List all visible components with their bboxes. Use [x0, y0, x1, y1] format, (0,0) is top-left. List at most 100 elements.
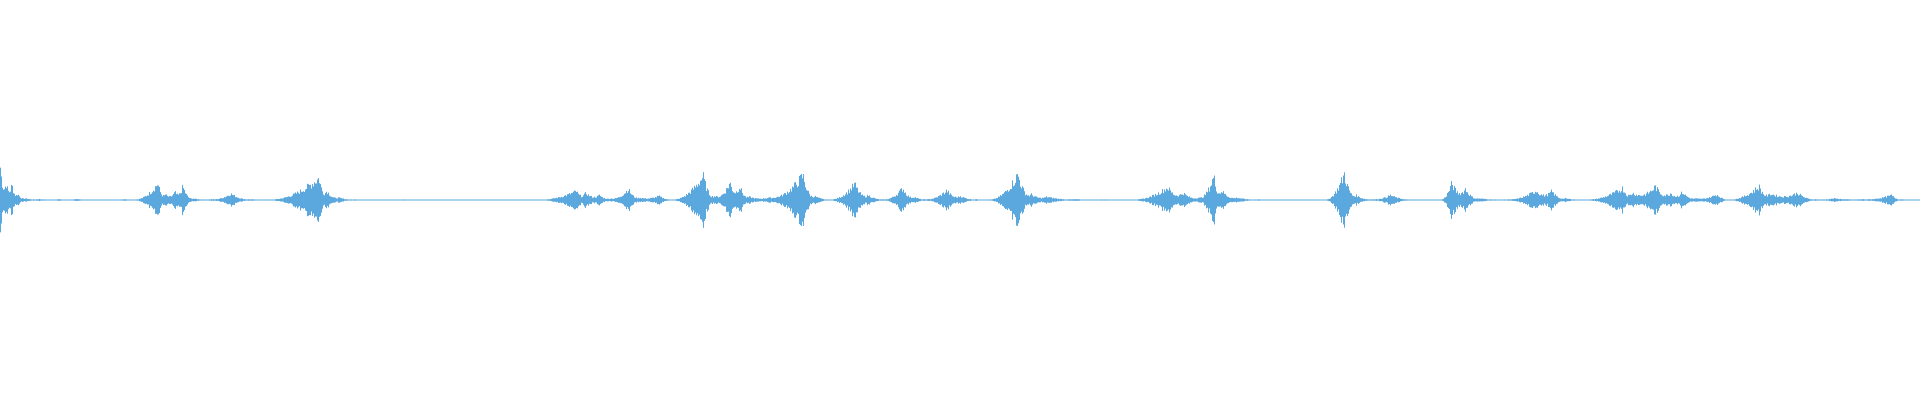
waveform-sample	[1513, 199, 1514, 201]
waveform-sample	[668, 199, 669, 201]
waveform-sample	[138, 199, 139, 201]
waveform-sample	[1370, 199, 1371, 201]
waveform-sample	[21, 198, 22, 202]
waveform-sample	[86, 199, 87, 201]
waveform-sample	[286, 197, 287, 203]
waveform-sample	[74, 199, 75, 201]
waveform-sample	[1280, 199, 1281, 201]
waveform-sample	[1320, 199, 1321, 201]
waveform-sample	[15, 196, 16, 204]
waveform-sample	[1306, 199, 1307, 201]
waveform-sample	[1446, 196, 1447, 204]
waveform-sample	[1001, 195, 1002, 205]
waveform-sample	[750, 196, 751, 204]
waveform-sample	[1712, 195, 1713, 205]
waveform-sample	[732, 191, 733, 209]
waveform-sample	[535, 199, 536, 201]
waveform-sample	[1468, 194, 1469, 206]
waveform-sample	[1329, 198, 1330, 202]
waveform-sample	[1464, 190, 1465, 210]
waveform-sample	[828, 199, 829, 201]
waveform-sample	[1871, 199, 1872, 201]
waveform-sample	[1073, 199, 1074, 201]
waveform-sample	[376, 199, 377, 201]
waveform-sample	[1246, 199, 1247, 201]
waveform-sample	[157, 185, 158, 215]
waveform-sample	[1908, 199, 1909, 201]
waveform-sample	[1917, 199, 1918, 201]
waveform-sample	[61, 199, 62, 201]
waveform-sample	[677, 198, 678, 202]
waveform-sample	[524, 199, 525, 201]
waveform-sample	[1848, 199, 1849, 201]
waveform-sample	[1003, 193, 1004, 207]
waveform-sample	[132, 199, 133, 201]
waveform-sample	[432, 199, 433, 201]
waveform-sample	[1079, 199, 1080, 201]
waveform-sample	[34, 199, 35, 201]
waveform-sample	[25, 198, 26, 202]
waveform-sample	[126, 199, 127, 201]
waveform-sample	[1082, 199, 1083, 201]
waveform-sample	[1577, 199, 1578, 201]
waveform-sample	[4, 189, 5, 211]
waveform-sample	[183, 188, 184, 212]
waveform-sample	[26, 198, 27, 202]
waveform-sample	[148, 195, 149, 205]
waveform-sample	[196, 198, 197, 202]
waveform-sample	[1847, 199, 1848, 201]
waveform-sample	[580, 194, 581, 206]
waveform-sample	[1085, 199, 1086, 201]
waveform-sample	[242, 198, 243, 202]
waveform-sample	[745, 196, 746, 204]
waveform-sample	[251, 199, 252, 201]
waveform-sample	[807, 190, 808, 210]
waveform-sample	[443, 199, 444, 201]
waveform-sample	[143, 196, 144, 204]
waveform-sample	[893, 196, 894, 204]
waveform-sample	[1131, 199, 1132, 201]
waveform-sample	[796, 184, 797, 216]
waveform-sample	[989, 199, 990, 201]
waveform-sample	[853, 187, 854, 213]
waveform-sample	[312, 184, 313, 216]
waveform-sample	[801, 173, 802, 227]
waveform-sample	[42, 199, 43, 201]
waveform-sample	[1417, 199, 1418, 201]
waveform-sample	[1874, 199, 1875, 201]
waveform-sample	[554, 198, 555, 202]
waveform-sample	[808, 190, 809, 210]
waveform-sample	[1696, 198, 1697, 202]
waveform-sample	[320, 183, 321, 217]
waveform-sample	[98, 199, 99, 201]
waveform-sample	[1118, 199, 1119, 201]
waveform-sample	[873, 197, 874, 203]
waveform-sample	[1019, 179, 1020, 221]
waveform-sample	[23, 198, 24, 202]
waveform-sample	[1741, 197, 1742, 203]
waveform-sample	[1269, 199, 1270, 201]
waveform-sample	[54, 199, 55, 201]
waveform-sample	[1186, 195, 1187, 205]
waveform-sample	[850, 188, 851, 212]
waveform-sample	[715, 196, 716, 204]
waveform-sample	[1559, 198, 1560, 202]
waveform-sample	[1700, 198, 1701, 202]
waveform-sample	[1555, 194, 1556, 206]
waveform-sample	[1146, 197, 1147, 203]
waveform-sample	[175, 191, 176, 209]
waveform-sample	[427, 199, 428, 201]
waveform-sample	[1390, 194, 1391, 206]
waveform-sample	[1262, 199, 1263, 201]
waveform-sample	[24, 198, 25, 202]
waveform-sample	[880, 199, 881, 201]
waveform-sample	[1886, 197, 1887, 203]
waveform-sample	[1640, 195, 1641, 205]
waveform-sample	[1419, 199, 1420, 201]
waveform-sample	[1275, 199, 1276, 201]
waveform-sample	[825, 199, 826, 201]
waveform-sample	[1791, 196, 1792, 204]
waveform-sample	[1873, 199, 1874, 201]
waveform-sample	[55, 199, 56, 201]
waveform-sample	[1496, 199, 1497, 201]
